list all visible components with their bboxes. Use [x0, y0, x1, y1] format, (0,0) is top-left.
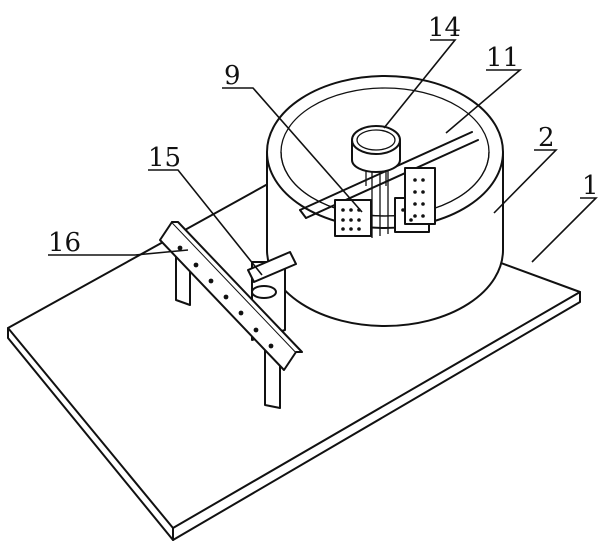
label-mixing-blade: 9	[224, 61, 241, 91]
label-support-post: 15	[148, 143, 181, 173]
leader-lines	[48, 39, 598, 276]
motor	[351, 125, 401, 186]
mixing-blades	[334, 167, 436, 238]
part-labels: 14 11 9 15 2 1 16	[48, 13, 599, 258]
label-rack: 16	[48, 228, 81, 258]
label-cross-beam: 11	[486, 43, 519, 73]
label-tank: 2	[538, 123, 555, 153]
label-base-plate: 1	[582, 171, 599, 201]
tank	[266, 75, 504, 327]
label-motor: 14	[428, 13, 461, 43]
rack	[159, 221, 303, 409]
